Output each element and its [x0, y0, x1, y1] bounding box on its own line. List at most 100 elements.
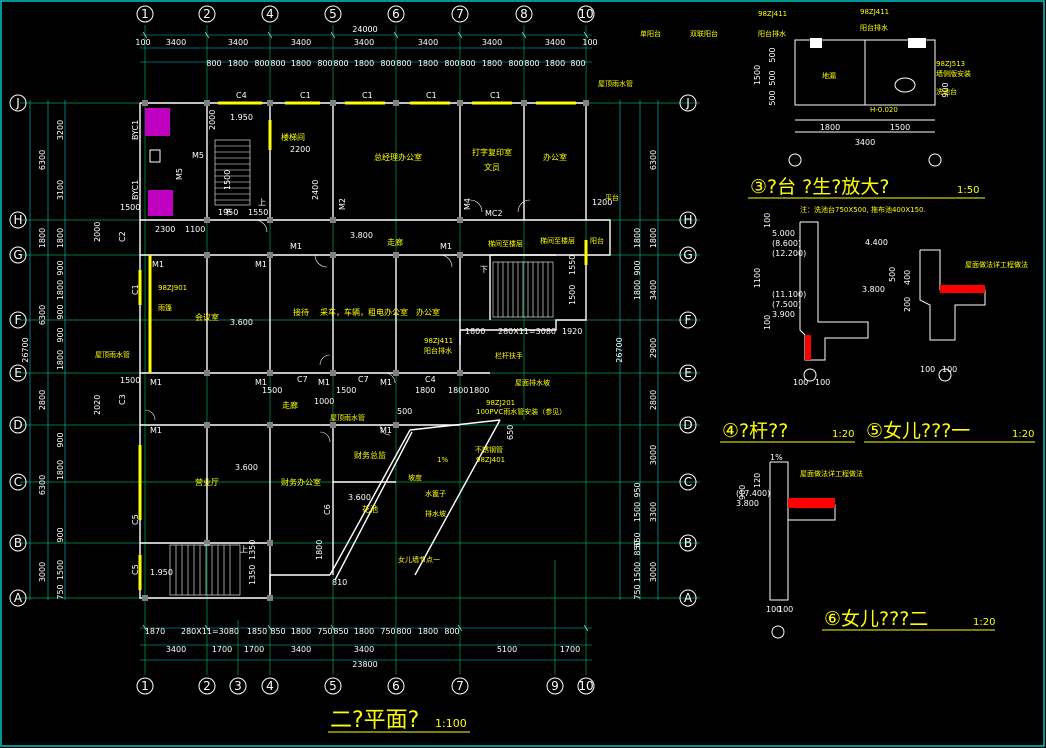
svg-text:26700: 26700	[21, 337, 30, 362]
detail3-fixture	[810, 38, 822, 48]
svg-text:6300: 6300	[38, 475, 47, 495]
svg-text:1350: 1350	[248, 540, 257, 560]
columns	[142, 100, 589, 601]
svg-text:750: 750	[633, 584, 642, 599]
svg-text:1200: 1200	[592, 198, 612, 207]
windows	[138, 101, 588, 590]
dims-bottom: 1870 280X11=3080 1850 850 1800 750 850 1…	[145, 627, 580, 669]
axis-label-left: J	[15, 96, 20, 110]
axis-label-right: J	[685, 96, 690, 110]
svg-text:女儿墙节点一: 女儿墙节点一	[398, 555, 440, 564]
svg-text:100: 100	[766, 605, 781, 614]
svg-text:1100: 1100	[185, 225, 205, 234]
svg-text:1800: 1800	[415, 386, 435, 395]
svg-text:洗池台: 洗池台	[936, 87, 957, 96]
dim-top-seg: 3400	[166, 38, 186, 47]
detail5-title: ⑤女儿???一	[866, 420, 970, 442]
svg-text:750: 750	[56, 584, 65, 599]
svg-text:3.800: 3.800	[862, 285, 885, 294]
svg-text:100: 100	[763, 315, 772, 330]
svg-text:水篦子: 水篦子	[425, 489, 446, 498]
svg-text:800: 800	[396, 59, 411, 68]
svg-text:屋顶雨水管: 屋顶雨水管	[598, 79, 633, 88]
detail3-scale: 1:50	[957, 185, 979, 196]
axis-label-left: G	[13, 248, 22, 262]
svg-text:900: 900	[56, 304, 65, 319]
dim-top-seg: 3400	[545, 38, 565, 47]
svg-text:M2: M2	[338, 198, 347, 210]
room-label: 采车，车辆，租电办公室	[320, 307, 408, 317]
svg-text:(7.500): (7.500)	[772, 300, 801, 309]
axis-label-left: D	[13, 418, 22, 432]
svg-text:6300: 6300	[38, 150, 47, 170]
svg-text:500: 500	[768, 70, 777, 85]
axis-label-top: 7	[456, 7, 464, 21]
svg-text:850: 850	[270, 627, 285, 636]
room-label: 会议室	[195, 312, 219, 322]
detail4-hatch	[805, 335, 811, 360]
svg-text:双联阳台: 双联阳台	[690, 29, 718, 38]
svg-text:98ZJ411: 98ZJ411	[424, 337, 453, 345]
svg-text:5.000: 5.000	[772, 229, 795, 238]
room-label: 文员	[484, 162, 500, 172]
svg-text:1700: 1700	[244, 645, 264, 654]
svg-text:M1: M1	[255, 378, 267, 387]
svg-text:500: 500	[888, 267, 897, 282]
detail4-scale: 1:20	[832, 429, 854, 440]
svg-text:上: 上	[240, 545, 248, 554]
svg-text:3000: 3000	[38, 562, 47, 582]
svg-text:1800: 1800	[56, 228, 65, 248]
svg-text:1800: 1800	[633, 228, 642, 248]
svg-text:1870: 1870	[145, 627, 165, 636]
titles: 二?平面? 1:100 ③?台 ?生?放大? 1:50 注：洗池台750X500…	[328, 176, 1035, 733]
svg-text:26700: 26700	[615, 337, 624, 362]
svg-text:2400: 2400	[311, 180, 320, 200]
axis-label-top: 10	[578, 7, 593, 21]
svg-text:6300: 6300	[649, 150, 658, 170]
room-label: 总经理办公室	[374, 152, 422, 162]
room-labels: 总经理办公室 打字复印室 文员 办公室 会议室 接待 采车，车辆，租电办公室 办…	[195, 132, 567, 514]
svg-text:280X11=3080: 280X11=3080	[498, 327, 556, 336]
svg-text:800: 800	[508, 59, 523, 68]
axis-bubbles-top: 1 2 4 5 6 7 8 10	[136, 5, 595, 23]
detail3-title: ③?台 ?生?放大?	[750, 176, 889, 198]
svg-text:3.600: 3.600	[230, 318, 253, 327]
dim-top-seg: 100	[135, 38, 150, 47]
svg-text:C1: C1	[490, 91, 501, 100]
detail3-text: 1800 1500 3400 1500 500 500 500 900 单阳台 …	[640, 8, 971, 147]
svg-text:M5: M5	[175, 168, 184, 180]
room-label: 财务总监	[354, 450, 386, 460]
room-label: 接待	[293, 307, 309, 317]
walls	[139, 102, 611, 599]
svg-text:950: 950	[633, 482, 642, 497]
axis-label-bottom: 9	[551, 679, 559, 693]
svg-text:C7: C7	[358, 375, 369, 384]
svg-text:810: 810	[332, 578, 347, 587]
axis-label-right: E	[684, 366, 692, 380]
svg-text:1500: 1500	[890, 123, 910, 132]
svg-text:1950: 1950	[218, 208, 238, 217]
svg-text:C4: C4	[425, 375, 436, 384]
svg-text:5100: 5100	[497, 645, 517, 654]
svg-text:100: 100	[920, 365, 935, 374]
axis-label-right: F	[685, 313, 692, 327]
svg-text:3000: 3000	[649, 562, 658, 582]
detail3-axis-bubble	[788, 153, 802, 167]
svg-text:M5: M5	[192, 151, 204, 160]
svg-text:98ZJ411: 98ZJ411	[758, 10, 787, 18]
room-label: 财务办公室	[281, 477, 321, 487]
axis-label-right: D	[683, 418, 692, 432]
svg-text:地漏: 地漏	[822, 71, 836, 80]
svg-text:M4: M4	[463, 198, 472, 210]
detail6-roof-layer	[788, 498, 835, 508]
svg-text:C5: C5	[131, 564, 140, 575]
elevations: 1.950 3.800 3.600 3.600 3.600 1.950	[150, 113, 373, 577]
svg-text:3300: 3300	[649, 502, 658, 522]
detail3-plan	[794, 39, 936, 133]
stair-bottom	[169, 544, 241, 596]
axis-bubble	[9, 311, 27, 329]
detail4-axis-bubble	[803, 368, 817, 382]
axis-label-bottom: 10	[578, 679, 593, 693]
axis-bubble	[9, 473, 27, 491]
